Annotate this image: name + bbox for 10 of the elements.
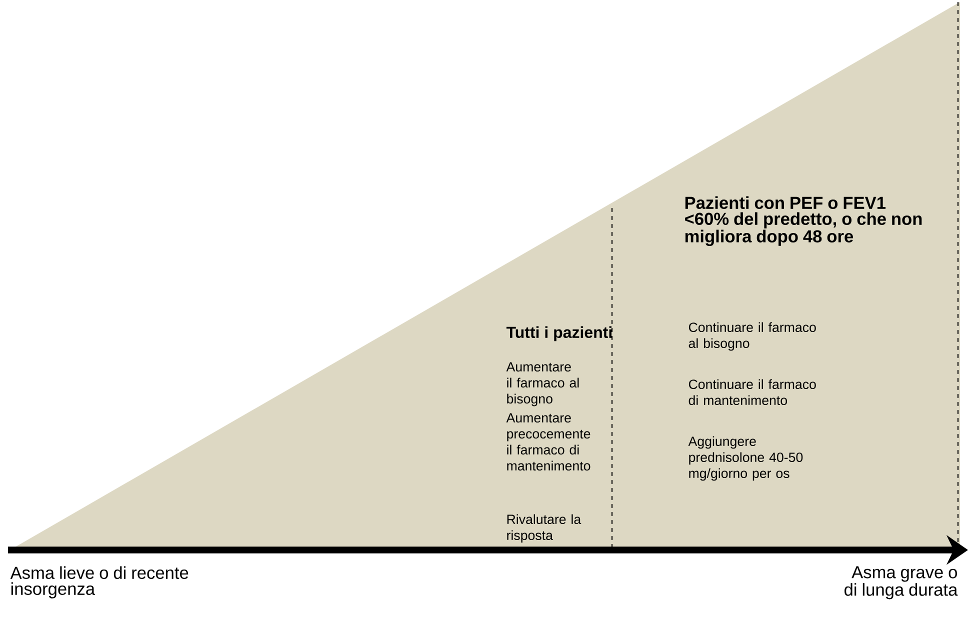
list-item: Aumentare il farmaco al bisogno <box>506 362 579 406</box>
list-item: Aumentare precocemente il farmaco di mantenimento <box>506 413 590 471</box>
axis-label: Asma grave o di lunga durata <box>844 566 958 600</box>
list-item: Continuare il farmaco di mantenimento <box>688 379 816 406</box>
heading-text: Tutti i pazienti <box>506 326 612 342</box>
list-item: Aggiungere prednisolone 40-50 mg/giorno per os <box>688 436 803 481</box>
list-item: Rivalutare la risposta <box>507 514 582 543</box>
list-item: Continuare il farmaco al bisogno <box>688 322 816 351</box>
heading-text: Pazienti con PEF o FEV1 <60% del predetto, o che non migliora dopo 48 ore <box>685 196 922 246</box>
axis-label: Asma lieve o di recente insorgenza <box>10 566 188 598</box>
